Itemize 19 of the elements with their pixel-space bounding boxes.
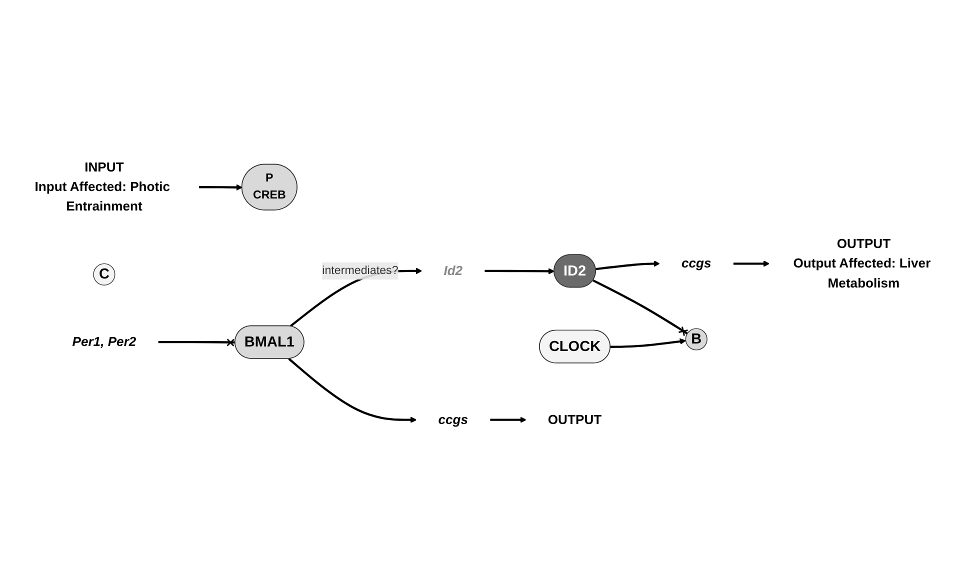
node-text: OUTPUT bbox=[548, 412, 602, 428]
node-text: Per1, Per2 bbox=[72, 334, 136, 350]
node-text: OUTPUT Output Affected: Liver Metabolism bbox=[793, 236, 931, 290]
node-text: INPUT Input Affected: Photic Entrainment bbox=[34, 160, 170, 214]
arrow bbox=[610, 338, 686, 348]
node-text: ccgs bbox=[438, 412, 468, 428]
node-circle: B bbox=[685, 328, 708, 351]
arrow bbox=[288, 358, 417, 424]
node-text: Id2 bbox=[444, 264, 463, 278]
connector bbox=[592, 280, 688, 337]
arrow bbox=[596, 260, 660, 270]
edge-label: intermediates? bbox=[322, 264, 398, 278]
connector bbox=[158, 338, 236, 347]
arrow bbox=[484, 268, 555, 275]
arrow bbox=[733, 260, 770, 268]
node-text: ccgs bbox=[682, 256, 712, 271]
arrow bbox=[198, 184, 242, 191]
arrow bbox=[490, 416, 526, 424]
node-circle: C bbox=[93, 264, 116, 286]
